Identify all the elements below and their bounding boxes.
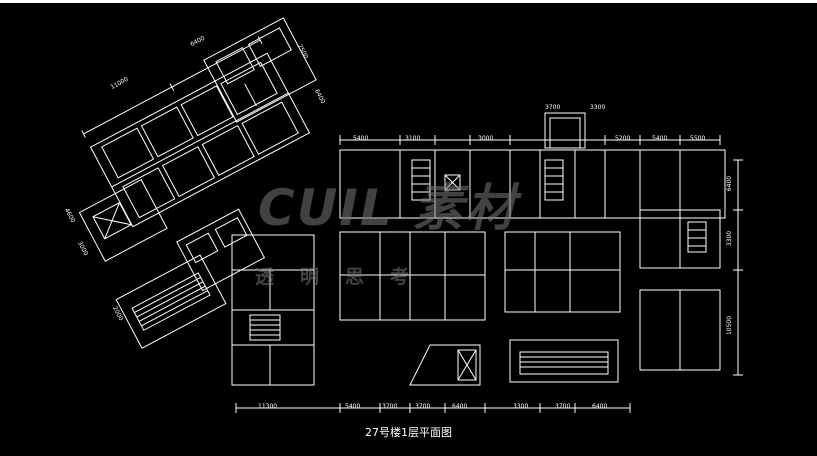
lower-escalator-block <box>509 339 619 383</box>
dim-right-2: 3300 <box>726 230 734 247</box>
top-border <box>0 0 817 3</box>
lower-elevator-block <box>409 344 481 386</box>
dim-bottom-7: 3700 <box>555 403 571 410</box>
dim-top-7: 5400 <box>652 135 668 142</box>
watermark-subtitle: 透明思考 <box>255 266 436 288</box>
dim-bottom-5: 6400 <box>452 403 468 410</box>
main-block-top <box>339 149 726 219</box>
dim-bottom-4: 3700 <box>415 403 431 410</box>
dim-top-6: 5200 <box>615 135 631 142</box>
drawing-caption: 27号楼1层平面图 <box>365 426 452 439</box>
dim-bottom-8: 6400 <box>592 403 608 410</box>
lower-left-wing <box>176 208 266 292</box>
dim-bottom-3: 3700 <box>382 403 398 410</box>
upper-left-wing <box>81 36 311 228</box>
dim-right-3: 10500 <box>726 315 734 336</box>
dim-top-1: 5400 <box>353 135 369 142</box>
left-stair-block <box>78 179 168 262</box>
dim-top-4: 3700 <box>545 104 561 111</box>
main-block-right <box>504 231 621 313</box>
dim-bottom-1: 11300 <box>258 403 278 410</box>
dim-bottom-6: 3300 <box>513 403 529 410</box>
dim-top-8: 5500 <box>690 135 706 142</box>
dim-top-2: 3100 <box>405 135 421 142</box>
upper-diagonal-block <box>203 17 317 123</box>
dim-top-5: 3300 <box>590 104 606 111</box>
escalator-block <box>115 254 227 349</box>
dim-top-3: 3000 <box>478 135 494 142</box>
dim-right-1: 6400 <box>726 175 734 192</box>
main-block-left <box>339 231 486 321</box>
watermark-logo: CUIL 素材 <box>258 179 518 237</box>
dim-bottom-2: 5400 <box>345 403 361 410</box>
